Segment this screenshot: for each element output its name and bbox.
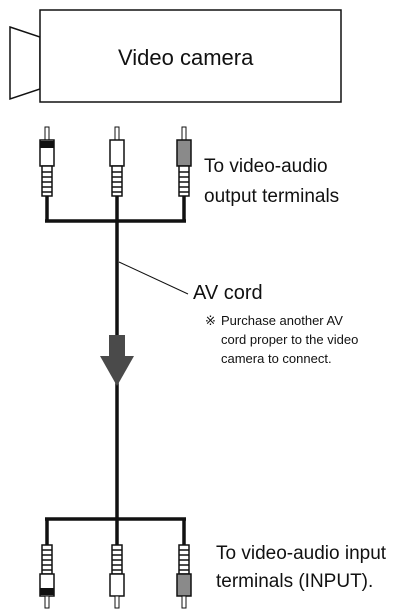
direction-arrow [100,335,134,386]
input-plug-2 [109,544,125,609]
note-mark: ※ [205,313,216,328]
camera-lens [9,25,41,101]
input-cable-junction [45,517,186,545]
camera-title: Video camera [118,45,254,70]
video-camera [9,9,342,103]
input-plug-1 [39,544,55,609]
output-plug-2 [109,126,125,197]
output-plug-3 [176,126,192,197]
output-plugs [39,126,192,197]
av-cord-leader [118,261,189,295]
note-line3: camera to connect. [221,351,332,366]
input-plugs [39,544,192,609]
av-cord-label: AV cord [193,282,263,304]
input-plug-3 [176,544,192,609]
note-line1: Purchase another AV [221,313,343,328]
output-label-line2: output terminals [204,186,340,207]
note-line2: cord proper to the video [221,332,359,347]
input-label-line2: terminals (INPUT). [216,571,374,592]
input-label-line1: To video-audio input [216,543,387,564]
camera-body [39,9,342,103]
output-cable-junction [45,196,186,223]
output-label-line1: To video-audio [204,156,328,177]
output-plug-1 [39,126,55,197]
